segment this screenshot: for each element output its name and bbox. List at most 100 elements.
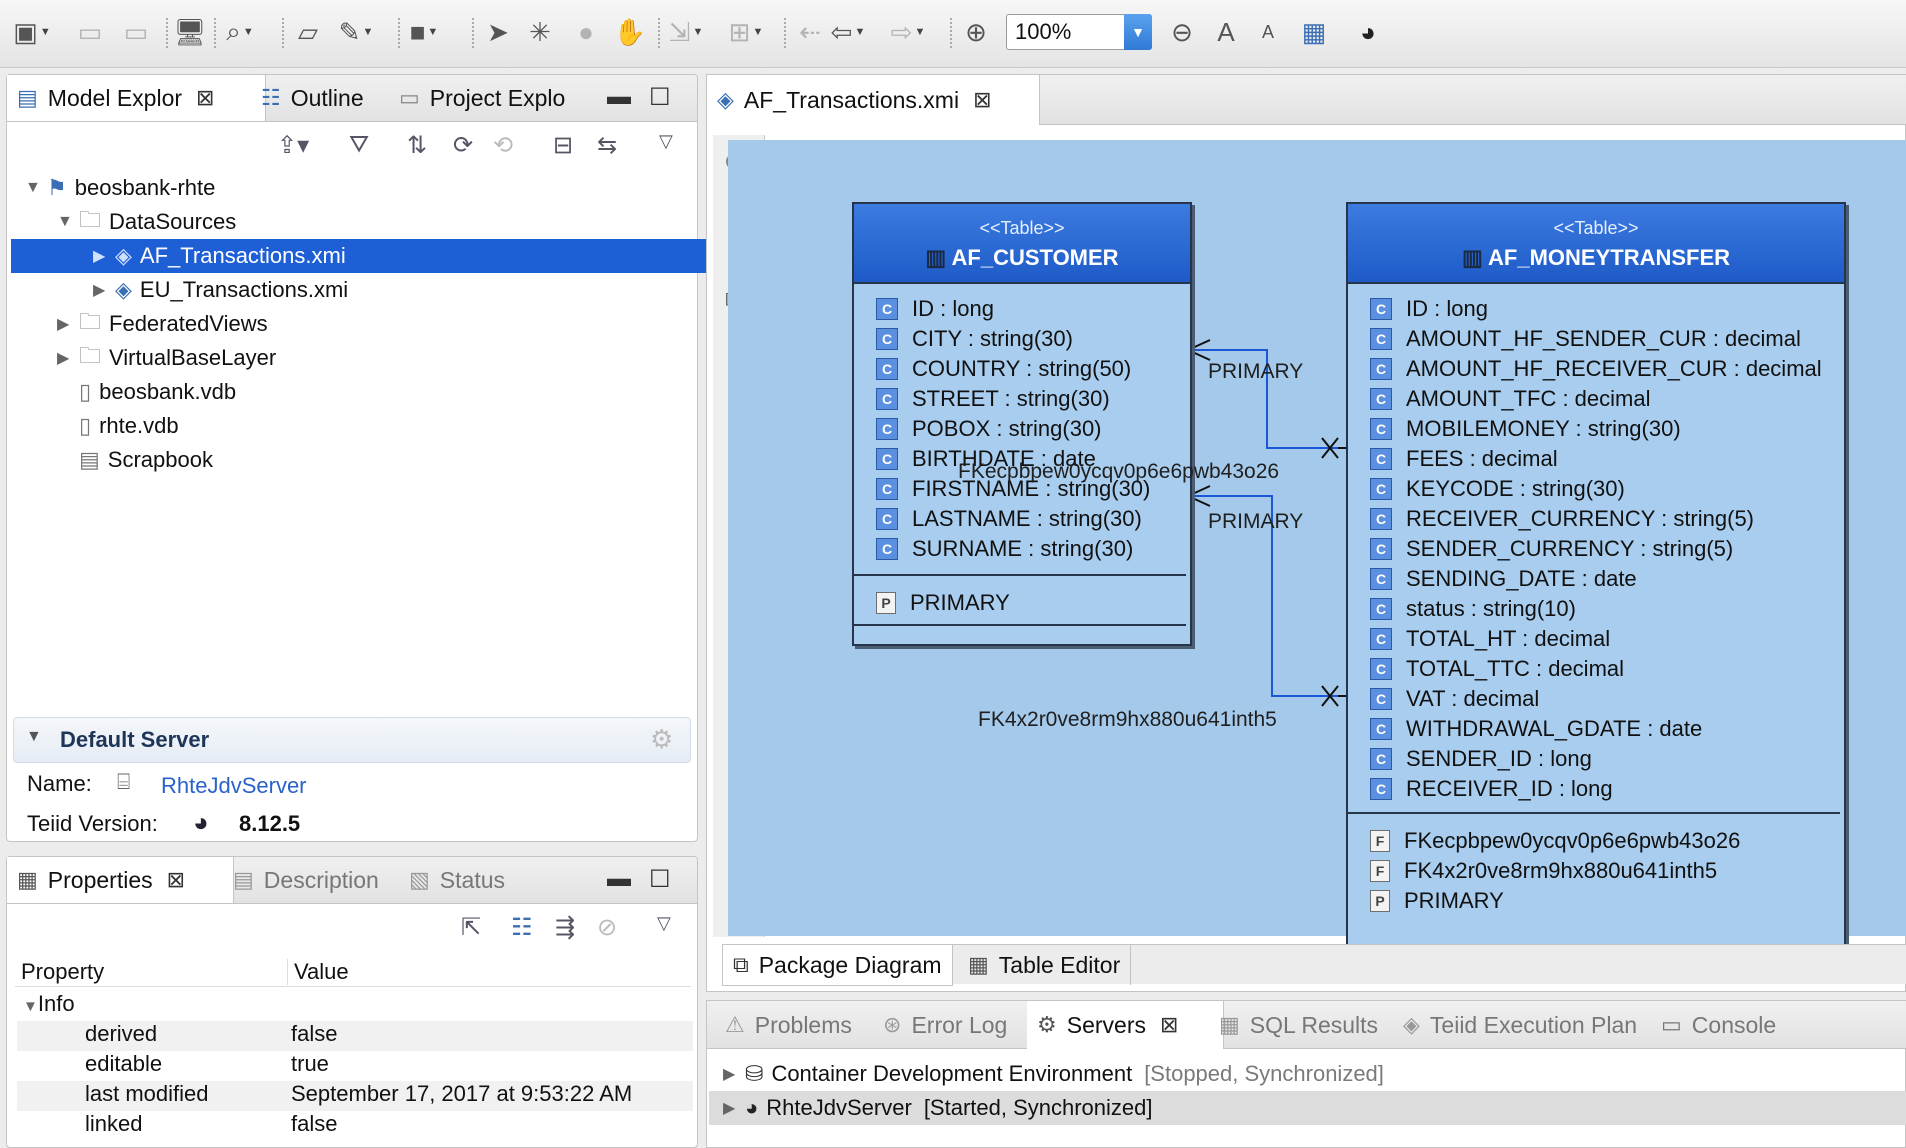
close-icon[interactable]: ⊠	[973, 87, 992, 112]
tree-item-federatedviews[interactable]: ▶ 🗀 FederatedViews	[57, 307, 268, 341]
gear-icon[interactable]: ⚙	[650, 724, 674, 754]
property-row[interactable]: derived false	[17, 1021, 693, 1051]
maximize-icon[interactable]: ☐	[649, 866, 671, 893]
tab-status[interactable]: ▧ Status	[409, 866, 506, 893]
tree-item-rhte-vdb[interactable]: ▯ rhte.vdb	[79, 413, 179, 438]
close-icon[interactable]: ⊠	[196, 85, 215, 110]
categories-icon[interactable]: ☷	[511, 914, 533, 941]
collapsed-arrow-icon[interactable]: ▶	[57, 316, 70, 333]
marquee-icon[interactable]: ✳	[529, 16, 551, 47]
tab-project-explorer[interactable]: ▭ Project Explo	[399, 84, 566, 111]
tab-table-editor[interactable]: ▦ Table Editor	[958, 945, 1132, 985]
forward-icon[interactable]: ⇨▼	[890, 16, 926, 47]
toolbox-icon[interactable]: ■▼	[409, 16, 439, 47]
tab-console[interactable]: ▭Console	[1661, 1011, 1777, 1038]
tab-teiid-execution-plan[interactable]: ◈Teiid Execution Plan	[1403, 1011, 1638, 1038]
tree-item-virtualbaselayer[interactable]: ▶ 🗀 VirtualBaseLayer	[57, 341, 276, 375]
new-wizard-icon[interactable]: ▣▼	[13, 16, 51, 47]
import-icon[interactable]: ⇪▾	[277, 132, 310, 159]
tab-sql-results[interactable]: ▦SQL Results	[1219, 1011, 1379, 1038]
tab-description[interactable]: ▤ Description	[233, 866, 379, 893]
info-group[interactable]: ▼Info	[23, 991, 75, 1016]
tree-item-scrapbook[interactable]: ▤ Scrapbook	[79, 447, 213, 472]
pen-icon[interactable]: ✎▼	[338, 16, 374, 47]
close-icon[interactable]: ⊠	[1159, 1012, 1179, 1037]
tab-outline[interactable]: ☷ Outline	[261, 84, 364, 111]
tree-item-beosbank-rhte[interactable]: ▼ ⚑ beosbank-rhte	[25, 175, 216, 200]
zoom-dropdown-button[interactable]: ▼	[1124, 14, 1152, 50]
stop-icon[interactable]: ●	[578, 16, 594, 47]
default-server-header[interactable]: ▼ Default Server ⚙	[13, 717, 691, 763]
property-row[interactable]: editable true	[85, 1051, 329, 1076]
tab-package-diagram[interactable]: ⧉ Package Diagram	[722, 945, 953, 986]
expand-arrow-icon[interactable]: ▼	[25, 179, 41, 196]
server-name-link[interactable]: RhteJdvServer	[161, 773, 307, 798]
teiid-icon[interactable]: ◕	[1360, 16, 1376, 47]
font-decrease-icon[interactable]: A	[1261, 21, 1274, 42]
link-icon[interactable]: ⇠	[799, 16, 821, 47]
maximize-icon[interactable]: ☐	[649, 84, 671, 111]
tab-problems[interactable]: ⚠Problems	[725, 1011, 852, 1038]
pointer-icon[interactable]: ➤	[487, 16, 509, 47]
tab-error-log[interactable]: ⊛Error Log	[883, 1011, 1008, 1038]
minimize-icon[interactable]: ▬	[607, 83, 631, 110]
view-menu-icon[interactable]: ▽	[659, 131, 673, 151]
link-editor-icon[interactable]: ⇆	[597, 132, 618, 159]
collapse-all-icon[interactable]: ⊟	[553, 132, 574, 159]
hand-icon[interactable]: ✋	[613, 16, 647, 47]
advanced-icon[interactable]: ⇶	[555, 914, 576, 941]
layout-icon[interactable]: ▦	[1301, 16, 1327, 47]
font-increase-icon[interactable]: A	[1217, 16, 1235, 47]
close-icon[interactable]: ⊠	[166, 867, 186, 892]
collapsed-arrow-icon[interactable]: ▶	[93, 282, 106, 299]
collapsed-arrow-icon[interactable]: ▶	[723, 1100, 736, 1117]
property-column-header[interactable]: Property	[21, 959, 105, 984]
sort-icon[interactable]: ⇅	[407, 132, 428, 159]
tab-servers[interactable]: ⚙Servers ⊠	[1027, 1001, 1224, 1049]
format-icon[interactable]: ⇲▼	[668, 16, 704, 47]
tree-item-af-transactions[interactable]: ▶ ◈ AF_Transactions.xmi	[11, 239, 775, 273]
property-row[interactable]: linked false	[85, 1111, 338, 1136]
section-collapse-icon[interactable]: ▼	[26, 728, 42, 745]
pin-icon[interactable]: ⇱	[461, 914, 482, 941]
search-icon[interactable]: ⌕▼	[226, 16, 254, 46]
collapsed-arrow-icon[interactable]: ▶	[93, 248, 106, 265]
expand-arrow-icon[interactable]: ▼	[23, 998, 38, 1015]
property-row[interactable]: last modified September 17, 2017 at 9:53…	[17, 1081, 693, 1111]
tab-model-explorer[interactable]: ▤ Model Explor ⊠	[7, 75, 266, 121]
tree-item-datasources[interactable]: ▼ 🗀 DataSources	[57, 205, 236, 239]
collapsed-arrow-icon[interactable]: ▶	[57, 350, 70, 367]
server-row[interactable]: ▶ ⛁ Container Development Environment [S…	[723, 1061, 1384, 1086]
value-column-header[interactable]: Value	[287, 959, 349, 985]
tab-properties[interactable]: ▦ Properties ⊠	[7, 857, 234, 903]
tab-af-transactions[interactable]: ◈ AF_Transactions.xmi ⊠	[707, 75, 1040, 125]
collapsed-arrow-icon[interactable]: ▶	[723, 1066, 736, 1083]
monitor-icon[interactable]: 🖥	[173, 16, 207, 47]
